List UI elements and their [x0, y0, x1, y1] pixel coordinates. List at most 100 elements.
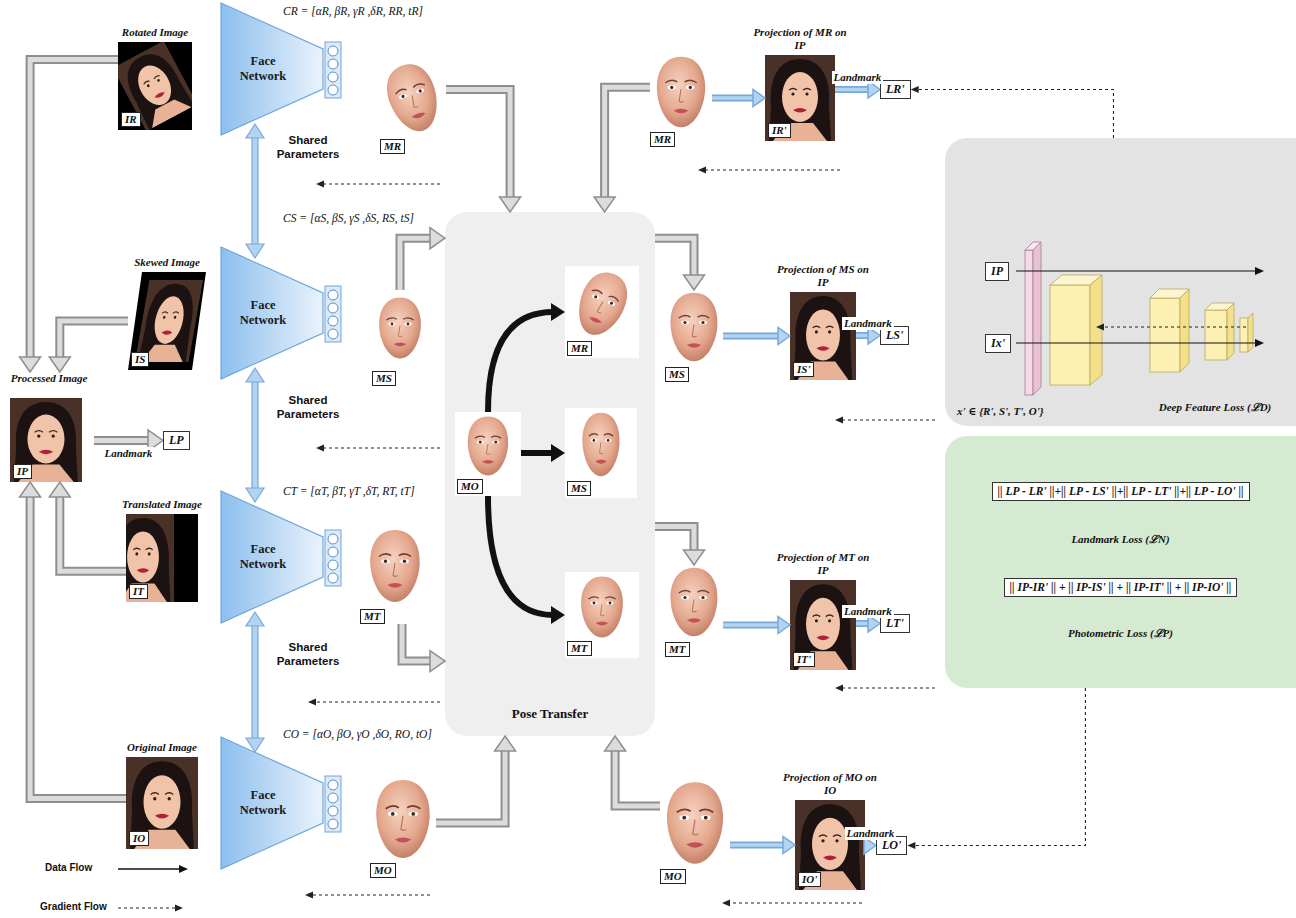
arrow-head [495, 736, 516, 751]
label-wrap: MS [665, 367, 689, 382]
face-photo [790, 292, 856, 380]
image-heading: Translated Image [107, 498, 217, 511]
label-wrap: MO [370, 863, 396, 878]
arrow-head [430, 228, 445, 249]
connector-line [605, 87, 650, 199]
image-heading: Rotated Image [100, 26, 210, 39]
feature-arrows [1016, 267, 1264, 347]
projection-image: Projection of MO on IOIO' [795, 800, 865, 890]
arrow-head [551, 303, 565, 321]
connector-line [723, 334, 780, 338]
gradient-flow-arrow [305, 167, 935, 907]
connector [835, 81, 880, 98]
box-text: LR' [886, 82, 905, 97]
image-box: IP [985, 262, 1009, 281]
legend-sample [118, 865, 188, 912]
cnn-layers [1025, 242, 1041, 395]
landmark-box: LR' [880, 80, 911, 99]
connector-outline [446, 90, 510, 200]
label-wrap: MT [665, 642, 690, 657]
arrow-head [605, 736, 626, 751]
shared-label: Shared Parameters [268, 133, 348, 161]
box-text: IP [991, 264, 1003, 279]
arrow-head [20, 482, 41, 497]
connector [655, 526, 705, 565]
input-image: Rotated ImageIR [118, 42, 192, 130]
network-trapezoid: Face Network [220, 490, 324, 624]
connector-outline [605, 87, 650, 199]
connector-line [655, 526, 694, 552]
parameter-vector: CR = [αR, βR, γR ,δR, RR, tR] [283, 4, 423, 18]
heading-wrap: Projection of MR on IP [750, 26, 850, 52]
face-photo [126, 757, 198, 849]
network-label: Face Network [228, 542, 298, 572]
connector-line [30, 495, 126, 799]
connector [907, 688, 1085, 849]
mesh-node: MO [370, 778, 436, 878]
connector-outline [655, 238, 694, 277]
label-wrap: MO [660, 869, 686, 884]
mesh-label: MT [567, 641, 592, 656]
arrow-head [868, 81, 880, 98]
shared-label: Shared Parameters [268, 640, 348, 668]
face-photo [126, 514, 174, 602]
connector [20, 482, 126, 798]
connector-line [400, 238, 432, 290]
panel-title: Deep Feature Loss (ℒD) [1135, 400, 1295, 414]
connector [712, 90, 765, 107]
parameter-vector: CT = [αT, βT, γT ,δT, RT, tT] [283, 484, 415, 498]
projection-image: Projection of MT on IPIT' [790, 580, 856, 670]
connector [655, 238, 705, 290]
connector-line [436, 749, 505, 823]
label-wrap: Shared Parameters [268, 640, 348, 668]
box-text: LO' [882, 838, 901, 853]
heading-wrap: Original Image [107, 741, 217, 754]
set-label: x' ∈ {R', S', T', O'} [957, 404, 1044, 418]
image-label: IR [121, 112, 141, 127]
label-wrap: MS [567, 481, 591, 496]
connector-outline [60, 495, 126, 571]
connector-outline [60, 321, 128, 359]
connector-line [488, 312, 553, 412]
title-wrap: Pose Transfer [445, 706, 655, 722]
connector [594, 87, 650, 212]
connector-line [914, 688, 1085, 846]
face-photo [118, 42, 192, 130]
box-text: LT' [886, 616, 904, 631]
label-wrap: CT = [αT, βT, γT ,δT, RT, tT] [283, 484, 415, 498]
label-wrap: MT [360, 609, 385, 624]
image-label: IS' [793, 362, 814, 377]
label-wrap: CS = [αS, βS, γS ,δS, RS, tS] [283, 211, 414, 225]
label-wrap: IO' [798, 872, 821, 887]
network-label: Face Network [228, 54, 298, 84]
connector [723, 617, 790, 634]
coefficient-cells [328, 46, 338, 829]
connector-line [60, 321, 128, 359]
label-wrap: MT [567, 641, 592, 656]
mesh-node: MS [372, 290, 428, 386]
image-box: Ix' [985, 334, 1011, 353]
connector [436, 736, 516, 823]
face-photo [795, 800, 865, 890]
face-photo [135, 280, 203, 362]
trapezoid-outline [221, 3, 323, 135]
title-wrap: Landmark Loss (ℒN) [945, 532, 1296, 546]
connector-line [615, 749, 660, 806]
mesh-label: MO [457, 479, 483, 494]
label-wrap: MR [567, 341, 592, 356]
label-wrap: IO [129, 831, 149, 846]
label-wrap: IR [121, 112, 141, 127]
arrow-head [911, 86, 919, 93]
connector [856, 327, 880, 344]
title-wrap: Photometric Loss (ℒP) [945, 626, 1296, 640]
arrow-head [500, 197, 521, 212]
legend-wrap: Gradient Flow [40, 901, 107, 913]
box-text: || LP - LR' ||+|| LP - LS' ||+|| LP - LT… [998, 484, 1244, 499]
edge-label-wrap: Landmark [842, 317, 894, 330]
mesh-label: MT [360, 609, 385, 624]
connector-line [402, 624, 432, 661]
mesh-node: MS [665, 290, 723, 382]
face-mesh [370, 57, 723, 864]
